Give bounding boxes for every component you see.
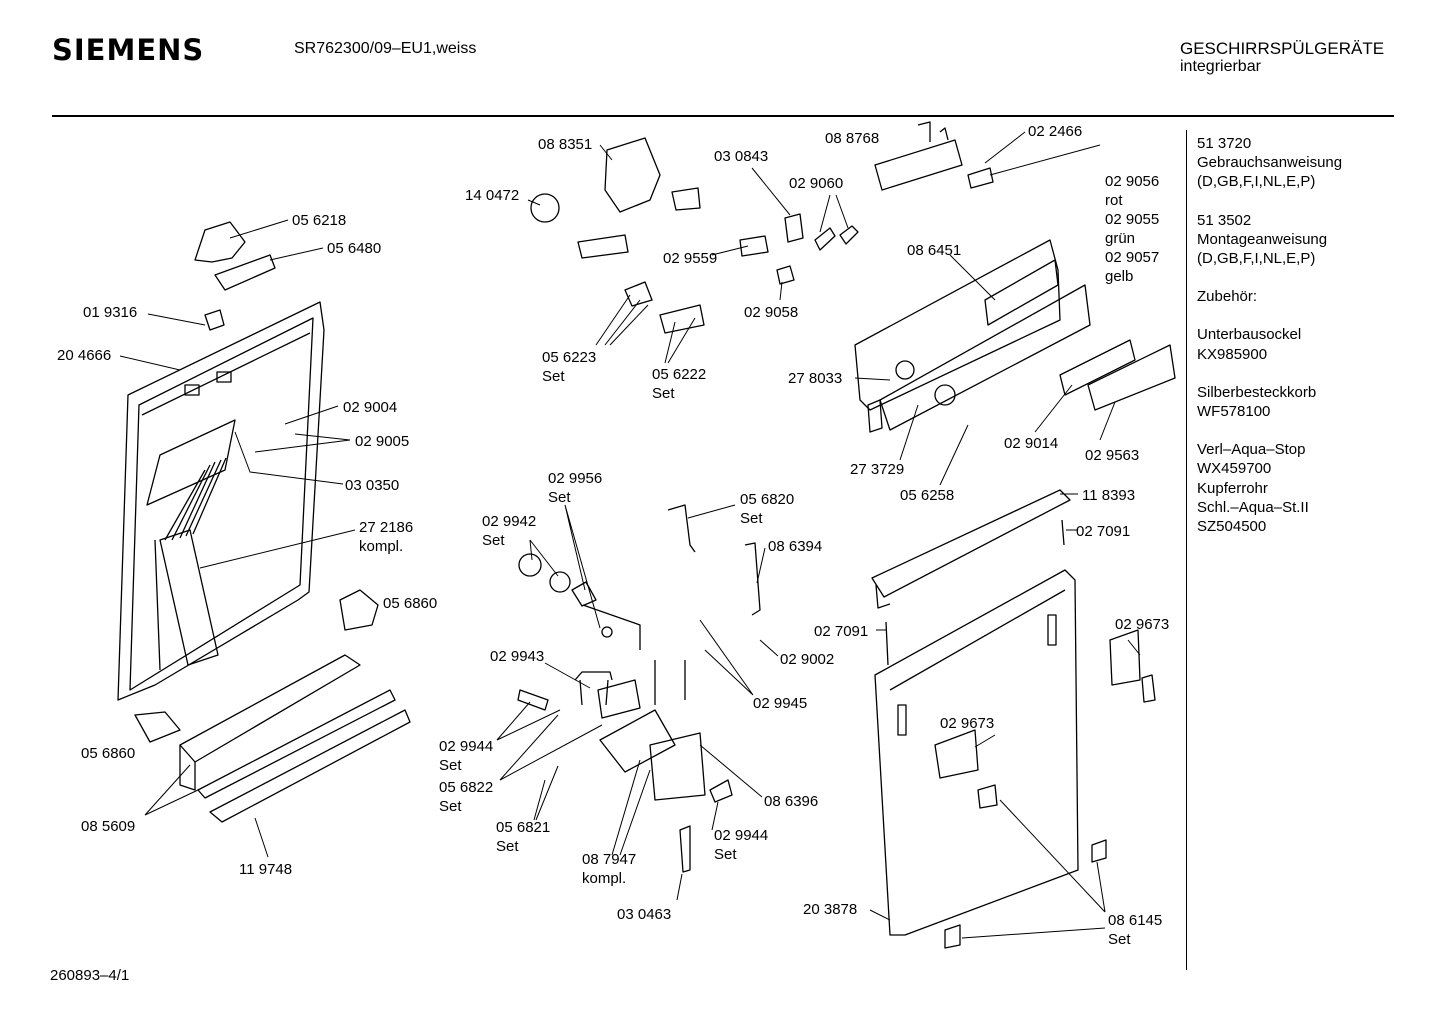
part-label: 08 6396 [764, 793, 819, 810]
part-label: 02 9005 [355, 433, 410, 450]
footer-code: 260893–4/1 [50, 967, 130, 984]
manual-installation: 51 3502 Montageanweisung (D,GB,F,I,NL,E,… [1197, 211, 1328, 268]
part-label: 03 0350 [345, 477, 400, 494]
part-label: 08 6394 [768, 538, 823, 555]
part-label: 14 0472 [465, 187, 520, 204]
header-rule [52, 115, 1394, 117]
part-label: 01 9316 [83, 304, 138, 321]
part-label: 11 9748 [239, 861, 293, 878]
door-handle-parts [517, 504, 761, 873]
accessory-aqua-stop: Verl–Aqua–Stop WX459700 Kupferrohr Schl.… [1197, 441, 1309, 536]
part-label: 20 4666 [57, 347, 112, 364]
part-label: 02 9002 [780, 651, 835, 668]
part-label: 03 0843 [714, 148, 769, 165]
door-inner-panel [117, 301, 325, 701]
accessory-plinth: Unterbausockel KX985900 [1197, 326, 1302, 363]
part-label: 02 7091 [814, 623, 869, 640]
part-label: 27 3729 [850, 461, 905, 478]
part-label: 02 9673 [940, 715, 995, 732]
manual-user: 51 3720 Gebrauchsanweisung (D,GB,F,I,NL,… [1197, 135, 1343, 191]
part-label: 05 6860 [81, 745, 136, 762]
part-label: 20 3878 [803, 901, 858, 918]
part-label: 02 9004 [343, 399, 398, 416]
profile-rails [134, 589, 411, 823]
part-label: 08 8768 [825, 130, 880, 147]
part-label: 03 0463 [617, 906, 672, 923]
button-set [1059, 339, 1176, 411]
program-timer [530, 137, 859, 334]
part-label: 02 9673 [1115, 616, 1170, 633]
model-number: SR762300/09–EU1,weiss [294, 40, 477, 57]
accessory-cutlery-basket: Silberbesteckkorb WF578100 [1197, 383, 1317, 421]
part-label: 02 7091 [1076, 523, 1131, 540]
accessories-heading: Zubehör: [1197, 288, 1258, 306]
brand-logo: SIEMENS [52, 33, 205, 67]
part-label: 08 5609 [81, 818, 136, 835]
part-label: 02 9058 [744, 304, 799, 321]
part-label: 05 6480 [327, 240, 382, 257]
part-label: 02 9014 [1004, 435, 1059, 452]
part-label: 27 8033 [788, 370, 843, 387]
latch-parts [194, 221, 276, 331]
part-label: 05 6218 [292, 212, 347, 229]
leader-lines [119, 131, 1141, 939]
part-label: 02 9945 [753, 695, 808, 712]
switch-strip [874, 121, 994, 191]
sidebar-divider [1186, 130, 1187, 970]
control-panel [854, 239, 1091, 433]
part-label: 05 6258 [900, 487, 955, 504]
door-wiring-strip [159, 457, 227, 666]
category-subtitle: integrierbar [1180, 58, 1261, 75]
outer-door-panel [871, 489, 1156, 949]
part-label: 02 9559 [663, 250, 718, 267]
part-label: 02 9563 [1085, 447, 1140, 464]
category-title: GESCHIRRSPÜLGERÄTE [1180, 39, 1385, 58]
part-label: 08 6451 [907, 242, 962, 259]
part-label: 02 9060 [789, 175, 844, 192]
part-label: 05 6860 [383, 595, 438, 612]
part-label: 02 2466 [1028, 123, 1083, 140]
part-label: 02 9943 [490, 648, 545, 665]
part-label: 08 8351 [538, 136, 593, 153]
accessories-list: 51 3720 Gebrauchsanweisung (D,GB,F,I,NL,… [1197, 134, 1342, 555]
part-label: 11 8393 [1082, 487, 1136, 504]
